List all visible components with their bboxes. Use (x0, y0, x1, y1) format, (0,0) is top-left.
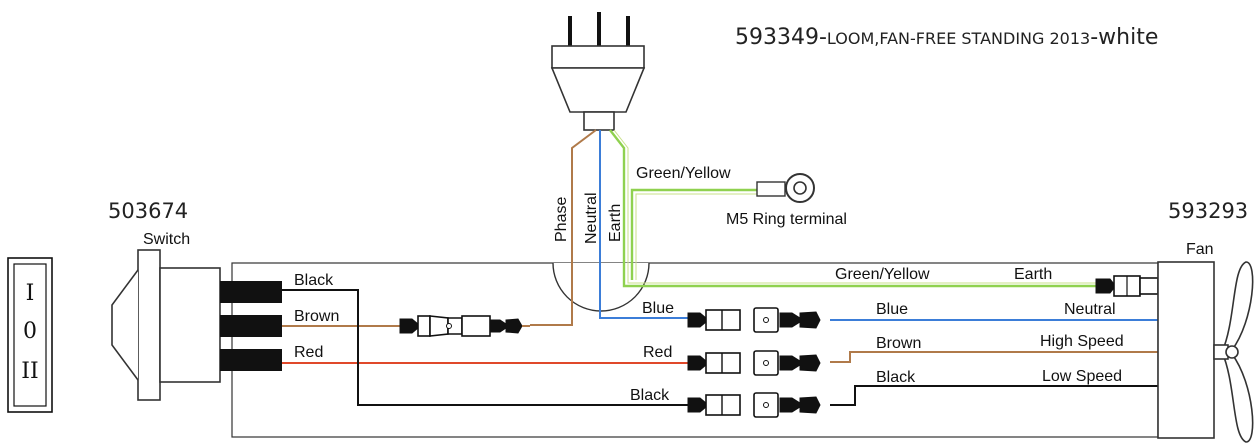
switch-symbol-off: 0 (23, 319, 37, 344)
neutral-wire (599, 130, 688, 319)
earth-wire-shadow (613, 129, 1096, 284)
neutral-label: Neutral (583, 192, 600, 244)
connector-neutral (687, 307, 821, 333)
fan-terminal-high: High Speed (1040, 333, 1124, 350)
brown-fan-wire (830, 351, 1158, 363)
switch-label: Switch (143, 231, 190, 248)
black-right-label: Black (876, 369, 916, 386)
switch-symbol-box (7, 257, 53, 413)
ring-hole (793, 181, 807, 195)
switch-terminal-brown (220, 315, 282, 337)
fan-body (1157, 261, 1215, 439)
black-fan-wire (830, 385, 1158, 406)
switch-symbol-two: II (21, 359, 38, 384)
phase-label: Phase (553, 197, 570, 242)
ring-terminal-label: M5 Ring terminal (726, 211, 847, 228)
neutral-right-label: Blue (876, 301, 908, 318)
mains-plug (550, 12, 646, 131)
fan-label: Fan (1186, 241, 1214, 258)
earth-label: Earth (607, 204, 624, 242)
fan-terminal-earth: Earth (1014, 266, 1052, 283)
earth-wire-label: Green/Yellow (835, 266, 930, 283)
connector-black (687, 392, 821, 418)
switch-terminal-black (220, 281, 282, 303)
ring-wire-label: Green/Yellow (636, 165, 731, 182)
switch-wire-black-label: Black (294, 272, 334, 289)
phase-wire (530, 129, 597, 326)
ring-wire (630, 188, 757, 280)
switch-symbol-on: I (26, 281, 35, 306)
fan-terminal-neutral: Neutral (1064, 301, 1116, 318)
switch-wire-brown-label: Brown (294, 308, 339, 325)
black-mid-label: Black (630, 387, 670, 404)
ring-wire-shadow (635, 193, 757, 280)
switch-wire-red-label: Red (294, 344, 323, 361)
diagram-title: 593349-LOOM,FAN-FREE STANDING 2013-white (735, 25, 1158, 50)
brown-wire-label: Brown (876, 335, 921, 352)
ring-crimp (756, 181, 786, 197)
switch-terminal-red (220, 349, 282, 371)
black-switch-wire (282, 289, 688, 406)
switch-symbol-inner (13, 263, 47, 407)
neutral-left-label: Blue (642, 300, 674, 317)
earth-wire (609, 129, 1096, 288)
switch-part-code: 503674 (108, 199, 188, 223)
connector-red (687, 350, 821, 376)
connector-phase (399, 315, 523, 337)
fan-part-code: 593293 (1168, 199, 1248, 223)
fan-blades-icon (1213, 261, 1254, 443)
connector-earth (1095, 275, 1159, 297)
fan-terminal-low: Low Speed (1042, 368, 1122, 385)
rocker-switch (111, 249, 221, 401)
red-wire-label: Red (643, 344, 672, 361)
